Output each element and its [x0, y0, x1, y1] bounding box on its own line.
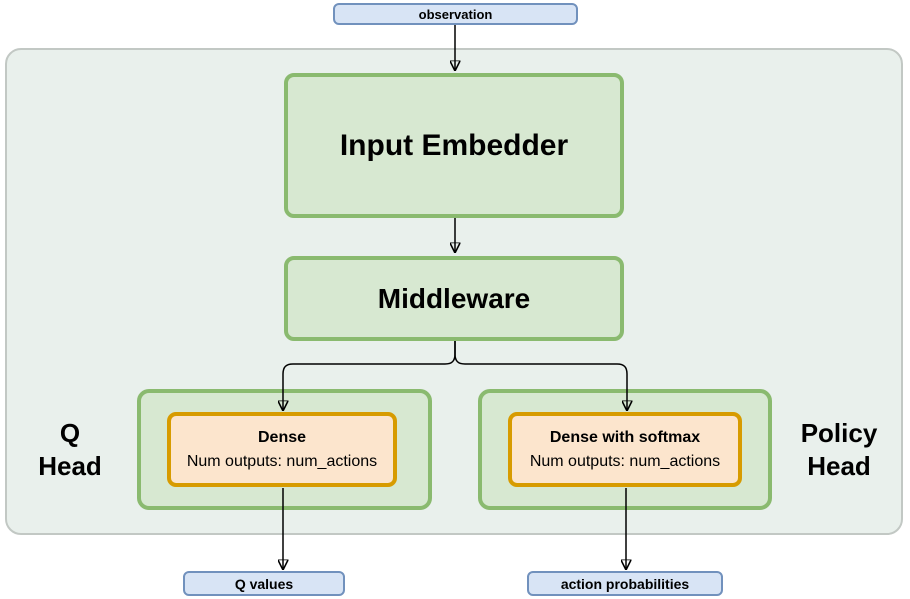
action-probabilities-label: action probabilities	[560, 575, 690, 592]
action-probabilities-node: action probabilities	[527, 571, 723, 596]
observation-label: observation	[418, 6, 493, 22]
observation-node: observation	[333, 3, 578, 25]
q-dense-node: Dense Num outputs: num_actions	[167, 412, 397, 487]
middleware-label: Middleware	[377, 282, 531, 314]
policy-head-label-line1: Policy	[800, 418, 878, 448]
middleware-node: Middleware	[284, 256, 624, 341]
policy-dense-node: Dense with softmax Num outputs: num_acti…	[508, 412, 742, 487]
input-embedder-label: Input Embedder	[339, 128, 569, 162]
policy-head-label: Policy Head	[778, 417, 900, 483]
q-head-label-line2: Head	[38, 451, 102, 481]
q-head-label: Q Head	[20, 417, 120, 483]
policy-dense-subtitle: Num outputs: num_actions	[529, 453, 721, 470]
q-values-label: Q values	[234, 575, 294, 592]
input-embedder-node: Input Embedder	[284, 73, 624, 218]
q-values-node: Q values	[183, 571, 345, 596]
q-head-label-line1: Q	[59, 418, 81, 448]
q-dense-subtitle: Num outputs: num_actions	[186, 453, 378, 470]
q-dense-title: Dense	[257, 429, 307, 446]
policy-dense-title: Dense with softmax	[549, 429, 701, 446]
policy-head-label-line2: Head	[807, 451, 871, 481]
